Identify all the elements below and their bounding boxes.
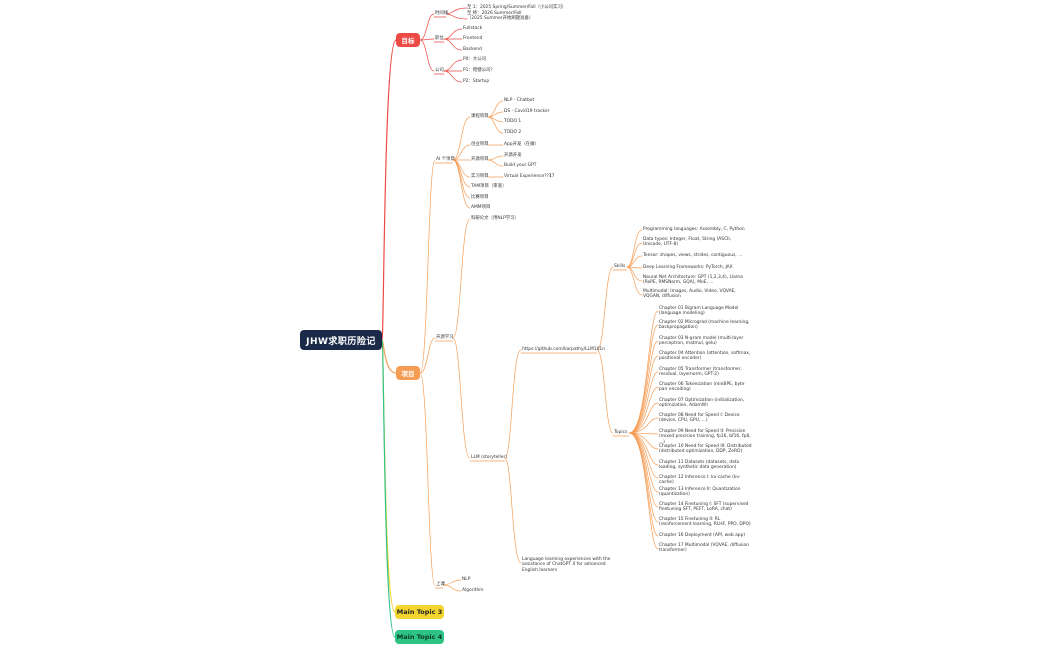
topic-main-4[interactable]: Main Topic 4 xyxy=(395,630,444,644)
node-fullstack[interactable]: Fullstack xyxy=(463,26,483,31)
node-intern-projects[interactable]: 实习项目 xyxy=(471,174,489,179)
node-class[interactable]: 上课 xyxy=(436,582,445,587)
topic-main-3[interactable]: Main Topic 3 xyxy=(395,605,444,619)
node-startup-projects[interactable]: 创业项目 xyxy=(471,142,489,147)
chapter-item[interactable]: Chapter 03 N-gram model (multi-layer per… xyxy=(659,336,744,347)
node-company-p0[interactable]: P0：大公司 xyxy=(463,57,487,62)
topic-goal[interactable]: 目标 xyxy=(396,33,420,47)
skill-item[interactable]: Data types: Integer, Float, String (ASCI… xyxy=(643,237,732,248)
chapter-item[interactable]: Chapter 14 Finetuning I: SFT (supervised… xyxy=(659,502,749,513)
edge-root-topic4 xyxy=(381,339,396,638)
chapter-item[interactable]: Chapter 07 Optimization (initialization,… xyxy=(659,398,745,409)
chapter-item[interactable]: Chapter 01 Bigram Language Model (langua… xyxy=(659,306,739,317)
chapter-item[interactable]: Chapter 15 Finetuning II: RL (reinforcem… xyxy=(659,517,751,528)
node-nlp[interactable]: NLP xyxy=(462,577,471,582)
node-ai-projects[interactable]: AI 个项目 xyxy=(436,157,455,162)
node-company-p2[interactable]: P2：Startup xyxy=(463,79,490,84)
node-startup-1[interactable]: App开发（在做） xyxy=(504,142,539,147)
edge-root-goal xyxy=(381,39,397,341)
chapter-item[interactable]: Chapter 16 Deployment (API, web app) xyxy=(659,533,746,538)
node-tam[interactable]: TAM项目（审查） xyxy=(471,184,507,189)
edge-root-project xyxy=(381,339,397,374)
chapter-item[interactable]: Chapter 17 Multimodal (VQVAE, diffusion … xyxy=(659,543,749,554)
node-llm[interactable]: LLM (storyteller) xyxy=(471,455,507,460)
node-course-2[interactable]: DS - Covid19 tracker xyxy=(504,109,550,114)
root-node[interactable]: JHW求职历险记 xyxy=(300,330,382,350)
chapter-item[interactable]: Chapter 09 Need for Speed II: Precision … xyxy=(659,429,751,445)
chapter-item[interactable]: Chapter 06 Tokenization (minBPE, byte pa… xyxy=(659,382,745,393)
node-course-projects[interactable]: 课程项目 xyxy=(471,114,489,119)
chapter-item[interactable]: Chapter 08 Need for Speed I: Device (dev… xyxy=(659,413,740,424)
node-timeline[interactable]: 时间线 xyxy=(435,11,449,16)
skill-item[interactable]: Neural Net Architecture: GPT (1,2,3,4), … xyxy=(643,275,743,286)
skill-item[interactable]: Multimodal: Images, Audio, Video, VQVAE,… xyxy=(643,289,736,300)
node-algorithm[interactable]: Algorithm xyxy=(462,588,484,593)
node-company-p1[interactable]: P1：稳健公司？ xyxy=(463,68,495,73)
chapter-item[interactable]: Chapter 04 Attention (attention, softmax… xyxy=(659,351,751,362)
node-llm-url[interactable]: https://github.com/karpathy/LLM101n xyxy=(522,347,605,352)
node-company[interactable]: 公司 xyxy=(435,68,444,73)
node-opensource-2[interactable]: Build your GPT xyxy=(504,163,537,168)
node-opensource-projects[interactable]: 开源项目 xyxy=(471,157,489,162)
node-opensource-1[interactable]: 开源开发 xyxy=(504,153,522,158)
node-course-3[interactable]: TODO 1 xyxy=(504,119,522,124)
node-amm[interactable]: AMM项目 xyxy=(471,205,491,210)
node-course-1[interactable]: NLP - Chatbot xyxy=(504,98,535,103)
node-backend[interactable]: Backend xyxy=(463,47,482,52)
node-position[interactable]: 职位 xyxy=(435,36,444,41)
chapter-item[interactable]: Chapter 13 Inference II: Quantization (q… xyxy=(659,487,741,498)
node-frontend[interactable]: Frontend xyxy=(463,36,483,41)
skill-item[interactable]: Programming languages: Assembly, C, Pyth… xyxy=(643,227,745,232)
node-language-experience[interactable]: Language learning experiences with the a… xyxy=(522,557,611,573)
node-topics[interactable]: Topics xyxy=(614,430,628,435)
node-intern-1[interactable]: Virtual Experience??? xyxy=(504,174,552,179)
node-course-4[interactable]: TODO 2 xyxy=(504,130,522,135)
node-opensource-learning[interactable]: 开源学习 xyxy=(436,335,454,340)
chapter-item[interactable]: Chapter 10 Need for Speed III: Distribut… xyxy=(659,444,752,455)
chapter-item[interactable]: Chapter 02 Micrograd (machine learning, … xyxy=(659,320,750,331)
chapter-item[interactable]: Chapter 11 Datasets (datasets, data load… xyxy=(659,460,740,471)
chapter-item[interactable]: Chapter 05 Transformer (transformer, res… xyxy=(659,367,742,378)
skill-item[interactable]: Deep Learning Frameworks: PyTorch, JAX xyxy=(643,265,733,270)
node-timeline-a[interactable]: 至 1：2025 Spring/Summer/Fall（小公司实习） xyxy=(467,5,567,10)
chapter-item[interactable]: Chapter 12 Inference I: kv-cache (kv-cac… xyxy=(659,475,741,486)
node-timeline-b[interactable]: 至 终：2026 Summer/Fall（2025 Summer开始刷题准备） xyxy=(467,11,534,22)
topic-project[interactable]: 项目 xyxy=(396,366,420,380)
edge-root-topic3 xyxy=(381,339,396,613)
node-skills[interactable]: Skills xyxy=(614,264,626,269)
skill-item[interactable]: Tensor: shapes, views, strides, contiguo… xyxy=(643,253,743,258)
node-paper[interactable]: 科研论文（用NLP学习） xyxy=(471,216,519,221)
node-competition[interactable]: 比赛项目 xyxy=(471,195,489,200)
node-intern-tag: 17 xyxy=(549,174,555,179)
